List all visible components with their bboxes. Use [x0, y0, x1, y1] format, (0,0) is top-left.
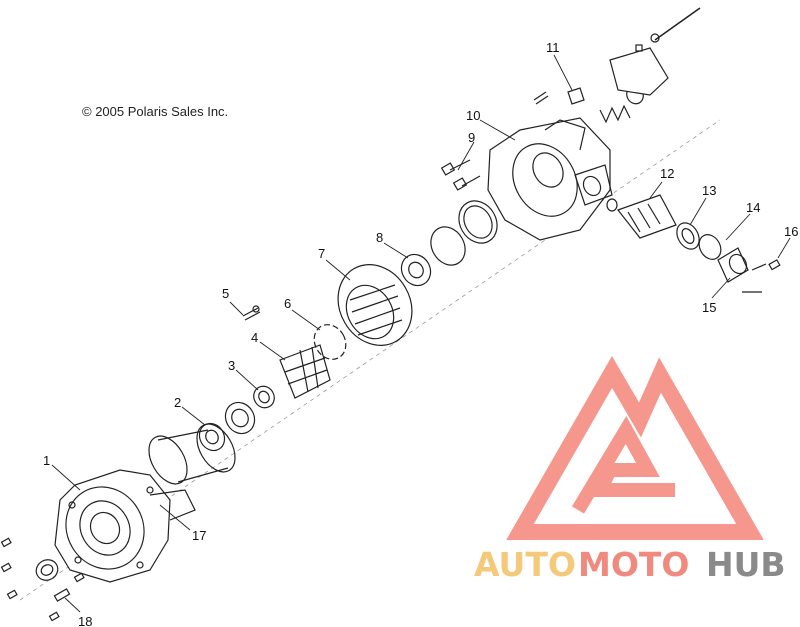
callout-6: 6 — [284, 296, 291, 311]
part-16-bolts — [742, 259, 781, 293]
part-13-bearing — [676, 222, 700, 250]
callout-7: 7 — [318, 246, 325, 261]
copyright-notice: © 2005 Polaris Sales Inc. — [82, 104, 229, 119]
part-18-bolts — [0, 537, 85, 622]
part-11-cap — [533, 87, 585, 105]
watermark-hub: HUB — [706, 545, 786, 584]
part-17-sleeve — [148, 423, 236, 485]
callout-15: 15 — [702, 300, 716, 315]
watermark-text: AUTO MOTO HUB — [474, 545, 786, 584]
watermark-logo — [506, 356, 764, 540]
callout-labels: 1 2 3 4 5 6 7 8 9 10 11 12 13 14 15 16 1… — [43, 40, 798, 627]
callout-11: 11 — [546, 40, 560, 55]
leader-lines — [51, 54, 791, 613]
part-8-bearing — [400, 253, 432, 287]
watermark-moto: MOTO — [578, 545, 689, 584]
callout-4: 4 — [251, 330, 258, 345]
callout-8: 8 — [376, 230, 383, 245]
watermark-auto: AUTO — [474, 545, 576, 584]
part-5-screw — [242, 305, 261, 321]
callout-14: 14 — [746, 200, 760, 215]
callout-17: 17 — [192, 528, 206, 543]
part-3-ring — [253, 385, 275, 409]
callout-10: 10 — [466, 108, 480, 123]
callout-16: 16 — [784, 224, 798, 239]
callout-2: 2 — [174, 395, 181, 410]
part-1-front-housing — [54, 469, 196, 583]
seal-rings — [430, 200, 498, 266]
part-10-gearcase — [487, 117, 613, 241]
part-9-bolts — [440, 159, 481, 191]
front-seal — [35, 559, 59, 581]
part-6-snap-ring — [313, 324, 347, 360]
callout-12: 12 — [660, 166, 674, 181]
part-2-bearing — [198, 401, 256, 452]
callout-3: 3 — [228, 358, 235, 373]
part-14-seal — [698, 234, 749, 283]
callout-18: 18 — [78, 614, 92, 627]
callout-13: 13 — [702, 183, 716, 198]
part-12-pinion-shaft — [606, 194, 677, 239]
callout-1: 1 — [43, 453, 50, 468]
part-4-roller-cage — [279, 344, 331, 399]
part-7-hub — [337, 264, 413, 346]
callout-5: 5 — [222, 286, 229, 301]
callout-9: 9 — [468, 130, 475, 145]
upper-bracket — [609, 7, 701, 96]
